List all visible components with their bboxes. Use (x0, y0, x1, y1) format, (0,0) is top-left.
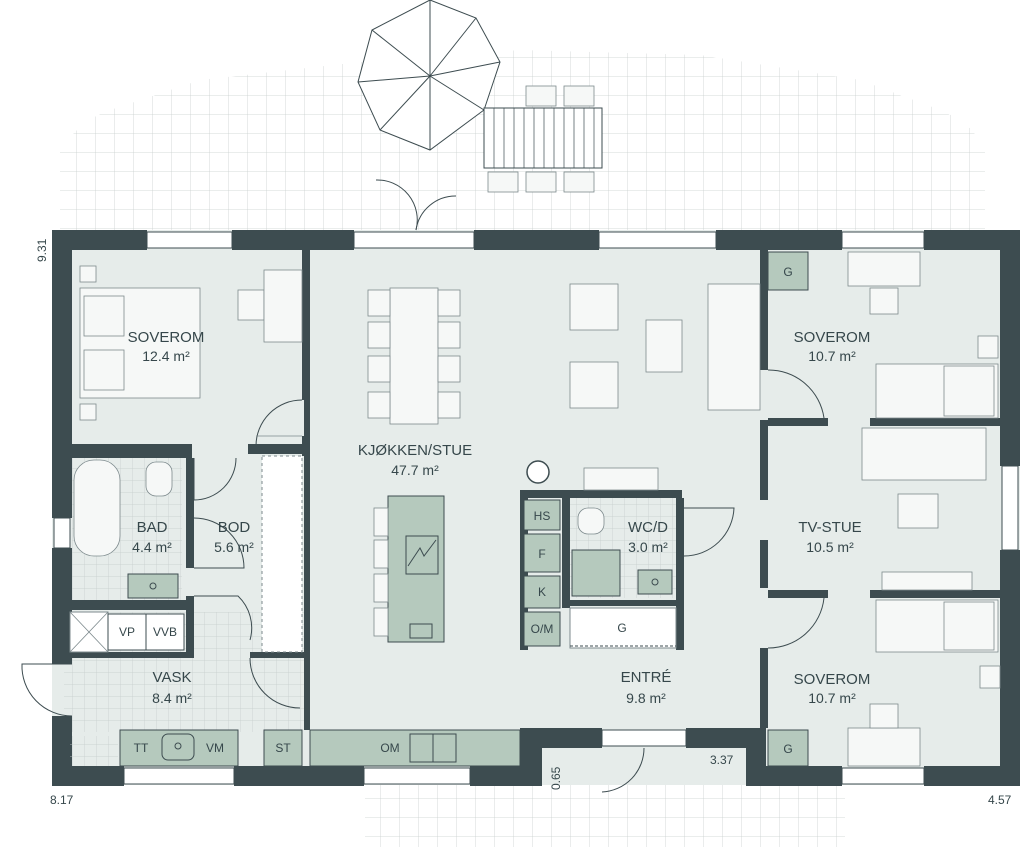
doors (21, 179, 825, 793)
room-area-bad: 4.4 m² (132, 539, 172, 555)
dimension-3-37: 3.37 (710, 753, 734, 767)
room-labels: SOVEROM 12.4 m² KJØKKEN/STUE 47.7 m² SOV… (128, 329, 871, 706)
fixture-tt: TT (134, 741, 149, 755)
fixture-g-3: G (783, 742, 792, 756)
appliance-column (523, 499, 561, 647)
windows (53, 231, 1019, 785)
g3-closet (767, 729, 809, 767)
living-furniture (526, 283, 761, 491)
bed-soverom-1 (79, 265, 303, 421)
fixture-g-2: G (617, 621, 626, 635)
room-name-entre: ENTRÉ (621, 669, 672, 686)
k-cabinet (523, 575, 561, 609)
hs-cabinet (523, 499, 561, 531)
exterior-walls (52, 230, 1020, 786)
room-area-entre: 9.8 m² (626, 690, 666, 706)
bed-soverom-2 (767, 251, 999, 419)
fixture-om: O/M (531, 622, 554, 636)
fixture-vvb: VVB (153, 625, 177, 639)
fixture-hs: HS (534, 509, 551, 523)
fixture-vp: VP (119, 625, 135, 639)
vask-fixtures (69, 611, 303, 767)
bod-shelves (261, 455, 303, 653)
dimension-0-65: 0.65 (549, 766, 563, 790)
wc-fixtures (571, 507, 673, 597)
room-name-wc: WC/D (628, 519, 668, 536)
room-name-vask: VASK (153, 669, 192, 686)
dimension-8-17: 8.17 (50, 793, 74, 807)
g1-closet (767, 251, 809, 291)
tv-stue-furniture (861, 427, 987, 591)
room-name-kjokken: KJØKKEN/STUE (358, 442, 472, 459)
room-area-kjokken: 47.7 m² (391, 462, 439, 478)
outdoor-table (483, 85, 603, 193)
room-area-wc: 3.0 m² (628, 539, 668, 555)
f-cabinet (523, 533, 561, 573)
room-area-vask: 8.4 m² (152, 690, 192, 706)
fixture-st: ST (275, 741, 291, 755)
room-area-soverom-1: 12.4 m² (142, 348, 190, 364)
fixture-labels: G G G HS F K O/M VP VVB TT VM ST OM (119, 265, 793, 756)
room-area-soverom-2: 10.7 m² (808, 348, 856, 364)
room-name-tvstue: TV-STUE (798, 519, 861, 536)
entre-wardrobe (569, 607, 677, 649)
room-name-soverom-1: SOVEROM (128, 329, 205, 346)
bed-soverom-3 (767, 599, 1001, 767)
fixture-g-1: G (783, 265, 792, 279)
room-name-bod: BOD (218, 519, 251, 536)
interior-walls (64, 250, 1000, 730)
bathroom-fixtures (73, 459, 179, 599)
room-name-soverom-2: SOVEROM (794, 329, 871, 346)
fixture-k: K (538, 585, 546, 599)
dimension-9-31: 9.31 (35, 238, 49, 262)
dimension-labels: 9.31 8.17 0.65 3.37 4.57 (35, 238, 1012, 807)
room-name-soverom-3: SOVEROM (794, 671, 871, 688)
dimension-4-57: 4.57 (988, 793, 1012, 807)
fixture-om-2: OM (380, 741, 399, 755)
fixture-f: F (538, 547, 545, 561)
dining-table (367, 287, 461, 425)
parasol-icon (357, 0, 501, 151)
fixture-vm: VM (206, 741, 224, 755)
kitchen-island (373, 495, 445, 643)
room-area-tvstue: 10.5 m² (806, 539, 854, 555)
room-area-soverom-3: 10.7 m² (808, 690, 856, 706)
om-cabinet (523, 611, 561, 647)
kitchen-counter (309, 729, 521, 767)
room-area-bod: 5.6 m² (214, 539, 254, 555)
room-name-bad: BAD (137, 519, 168, 536)
